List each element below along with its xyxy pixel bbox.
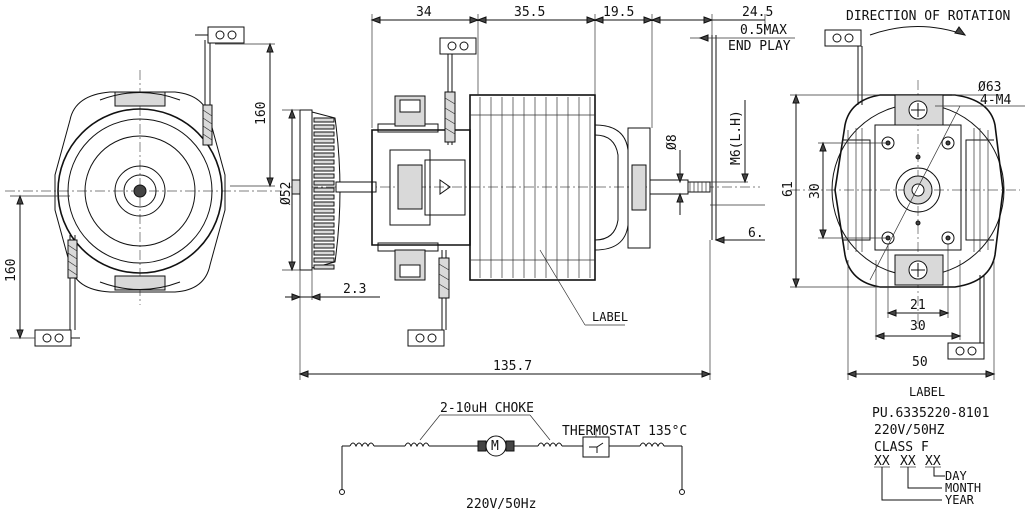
- lead-wire-top: [195, 26, 245, 146]
- dim-160-top: 160: [254, 102, 269, 125]
- label-voltage: 220V/50HZ: [874, 423, 945, 438]
- side-lead-bottom: [407, 250, 450, 347]
- dim-2-3: 2.3: [343, 282, 366, 297]
- wiring-circuit: M 2-10uH CHOKE THERMOSTAT 135°C 220V/50H…: [339, 401, 687, 512]
- dim-50: 50: [912, 355, 928, 370]
- dim-21: 21: [910, 298, 926, 313]
- front-view: 160 160: [4, 26, 282, 347]
- side-view: 34 35.5 19.5 24.5 0.5MAX END PLAY Ø52 Ø8…: [279, 5, 795, 380]
- dim-30-h: 30: [910, 319, 926, 334]
- dim-135-7: 135.7: [493, 359, 532, 374]
- dim-30-v: 30: [808, 183, 823, 199]
- dim-d63: Ø63: [978, 80, 1001, 95]
- stator: [469, 94, 596, 281]
- top-dimensions: 34 35.5 19.5 24.5 0.5MAX END PLAY: [370, 5, 795, 128]
- label-block: LABEL PU.6335220-8101 220V/50HZ CLASS F …: [872, 385, 989, 507]
- dim-24-5: 24.5: [742, 5, 773, 20]
- label-day: DAY: [945, 469, 967, 483]
- choke-coil-2: [404, 442, 430, 448]
- dim-19-5: 19.5: [603, 5, 634, 20]
- label-callout: LABEL: [592, 310, 628, 324]
- thermostat-label: THERMOSTAT 135°C: [562, 424, 687, 439]
- rear-view: DIRECTION OF ROTATION Ø63 4-M4 61: [781, 9, 1025, 380]
- label-code-month: XX: [900, 454, 916, 469]
- label-month: MONTH: [945, 481, 981, 495]
- dim-4-m4: 4-M4: [980, 93, 1011, 108]
- label-year: YEAR: [945, 493, 975, 507]
- rear-lead-top: [824, 29, 863, 105]
- dim-m6: M6(L.H): [729, 110, 744, 165]
- rotation-label: DIRECTION OF ROTATION: [846, 9, 1010, 24]
- label-code-day: XX: [925, 454, 941, 469]
- supply-label: 220V/50Hz: [466, 497, 536, 512]
- choke-coil-1: [349, 442, 375, 448]
- choke-label: 2-10uH CHOKE: [440, 401, 534, 416]
- motor-letter: M: [491, 439, 499, 454]
- dim-6: 6.: [748, 226, 764, 241]
- dim-34: 34: [416, 5, 432, 20]
- fan: [291, 109, 341, 271]
- label-part-number: PU.6335220-8101: [872, 406, 989, 421]
- label-title: LABEL: [909, 385, 945, 399]
- end-play-label: END PLAY: [728, 39, 791, 54]
- label-code-year: XX: [874, 454, 890, 469]
- side-lead-top: [439, 37, 477, 145]
- lead-wire-bottom: [34, 235, 80, 347]
- dim-35-5: 35.5: [514, 5, 545, 20]
- dim-d52: Ø52: [279, 182, 294, 205]
- rear-lead-bottom: [947, 275, 985, 360]
- dim-61: 61: [781, 181, 796, 197]
- dim-d8: Ø8: [665, 134, 680, 150]
- dim-160-bottom: 160: [4, 259, 19, 282]
- label-class: CLASS F: [874, 440, 929, 455]
- end-play-max: 0.5MAX: [740, 23, 787, 38]
